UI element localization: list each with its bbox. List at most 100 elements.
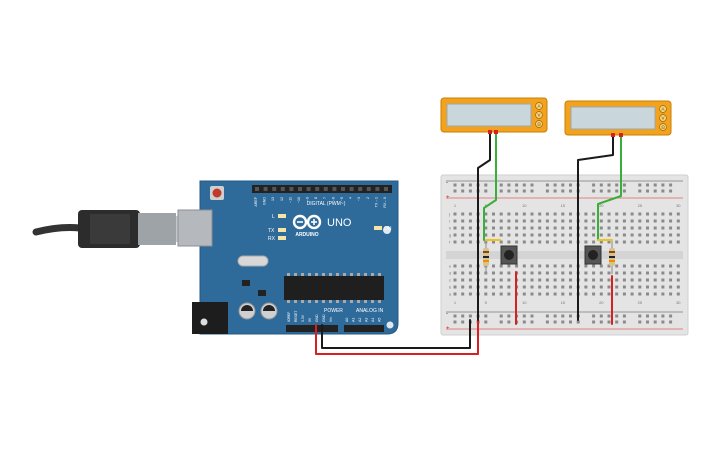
pushbutton-left[interactable]: [500, 245, 518, 265]
digital-pin-label: 4: [349, 197, 353, 199]
usb-port: [177, 209, 213, 247]
meter-terminal[interactable]: [535, 102, 543, 110]
digital-pin-label: 8: [314, 197, 318, 199]
column-label: 15: [561, 300, 566, 305]
column-label: 25: [638, 203, 643, 208]
digital-pin[interactable]: [349, 187, 354, 191]
power-pin-label: Vin: [329, 317, 333, 322]
analog-pin-label: A3: [365, 318, 369, 322]
row-label: i: [449, 219, 450, 224]
digital-pin[interactable]: [366, 187, 371, 191]
digital-pin-label: 12: [280, 197, 284, 201]
digital-pin-label: ~3: [357, 197, 361, 201]
digital-pin-label: GND: [263, 197, 267, 205]
digital-pin[interactable]: [298, 187, 302, 191]
digital-pin[interactable]: [306, 187, 311, 191]
led-l-label: L: [272, 214, 275, 220]
digital-pin[interactable]: [341, 187, 345, 191]
rail-plus-label-top: +: [446, 195, 450, 201]
led-tx-label: TX: [268, 228, 275, 234]
wire-black-meter-right: [577, 132, 614, 321]
digital-pin-label: ~10: [297, 197, 301, 203]
meter-terminal[interactable]: [659, 123, 667, 131]
column-label: 5: [485, 300, 488, 305]
meter-terminal[interactable]: [659, 105, 667, 113]
analog-label: ANALOG IN: [356, 308, 384, 314]
column-label: 30: [676, 203, 681, 208]
analog-pin-label: A2: [358, 318, 362, 322]
center-channel: [446, 251, 683, 259]
power-header[interactable]: [286, 325, 338, 332]
meter-terminal-label: Ω: [537, 122, 541, 127]
digital-pin[interactable]: [384, 187, 388, 191]
digital-pin[interactable]: [358, 187, 363, 191]
column-label: 10: [522, 203, 527, 208]
digital-pin[interactable]: [272, 187, 277, 191]
power-pin-label: 3.3V: [301, 314, 305, 322]
digital-pin-label: 2: [366, 197, 370, 199]
wire-green-meter-left: [483, 132, 497, 241]
column-label: 30: [676, 300, 681, 305]
arduino-logo-icon: [292, 214, 322, 230]
meter-terminal-label: Ω: [661, 125, 665, 130]
row-label: d: [449, 271, 451, 276]
row-label: b: [449, 285, 452, 290]
led-l: [278, 214, 286, 218]
digital-pin[interactable]: [315, 187, 320, 191]
meter-terminal[interactable]: [535, 120, 543, 128]
digital-pin-label: ~6: [331, 197, 335, 201]
digital-pin[interactable]: [289, 187, 294, 191]
atmega-chip: [284, 276, 384, 300]
row-label: a: [449, 292, 452, 297]
digital-pin[interactable]: [280, 187, 285, 191]
digital-label: DIGITAL (PWM~): [307, 201, 346, 207]
resistor-right[interactable]: [609, 240, 615, 274]
row-label: h: [449, 226, 451, 231]
digital-pin-label: TX→1: [374, 197, 378, 207]
crystal: [237, 255, 269, 267]
row-label: f: [449, 240, 451, 245]
power-pin-label: IOREF: [287, 312, 291, 322]
wires[interactable]: [315, 132, 622, 355]
digital-pin[interactable]: [375, 187, 380, 191]
column-label: 1: [454, 203, 457, 208]
meter-terminal[interactable]: [535, 111, 543, 119]
digital-pin[interactable]: [255, 187, 259, 191]
led-tx: [278, 228, 286, 232]
rail-plus-label-bottom: +: [446, 326, 450, 332]
meter-terminal-label: A: [661, 107, 664, 112]
capacitors: [238, 302, 278, 320]
brand-label: ARDUINO: [295, 232, 318, 238]
power-label: POWER: [324, 308, 343, 314]
multimeter-right[interactable]: AVΩ: [564, 100, 672, 137]
analog-pin-label: A4: [371, 318, 375, 322]
row-label: e: [449, 264, 452, 269]
meter-terminal-label: V: [537, 113, 540, 118]
led-rx-label: RX: [268, 236, 276, 242]
column-label: 15: [561, 203, 566, 208]
digital-pin[interactable]: [332, 187, 337, 191]
pushbutton-right[interactable]: [584, 245, 602, 265]
led-rx: [278, 236, 286, 240]
column-label: 20: [599, 300, 604, 305]
digital-pin-label: 13: [271, 197, 275, 201]
meter-terminal-label: V: [661, 116, 664, 121]
column-label: 20: [599, 203, 604, 208]
digital-pin[interactable]: [323, 187, 328, 191]
digital-pin[interactable]: [263, 187, 268, 191]
digital-header[interactable]: [252, 185, 392, 193]
row-label: j: [448, 212, 450, 217]
column-label: 10: [522, 300, 527, 305]
digital-pin-label: RX←0: [383, 197, 387, 208]
digital-pin-label: ~11: [288, 197, 292, 203]
resistor-left[interactable]: [483, 240, 489, 274]
meter-terminal[interactable]: [659, 114, 667, 122]
column-label: 1: [454, 300, 457, 305]
analog-pin-label: A5: [378, 318, 382, 322]
multimeter-left[interactable]: AVΩ: [440, 97, 548, 134]
analog-header[interactable]: [344, 325, 384, 332]
power-pin-label: GND: [315, 314, 319, 322]
